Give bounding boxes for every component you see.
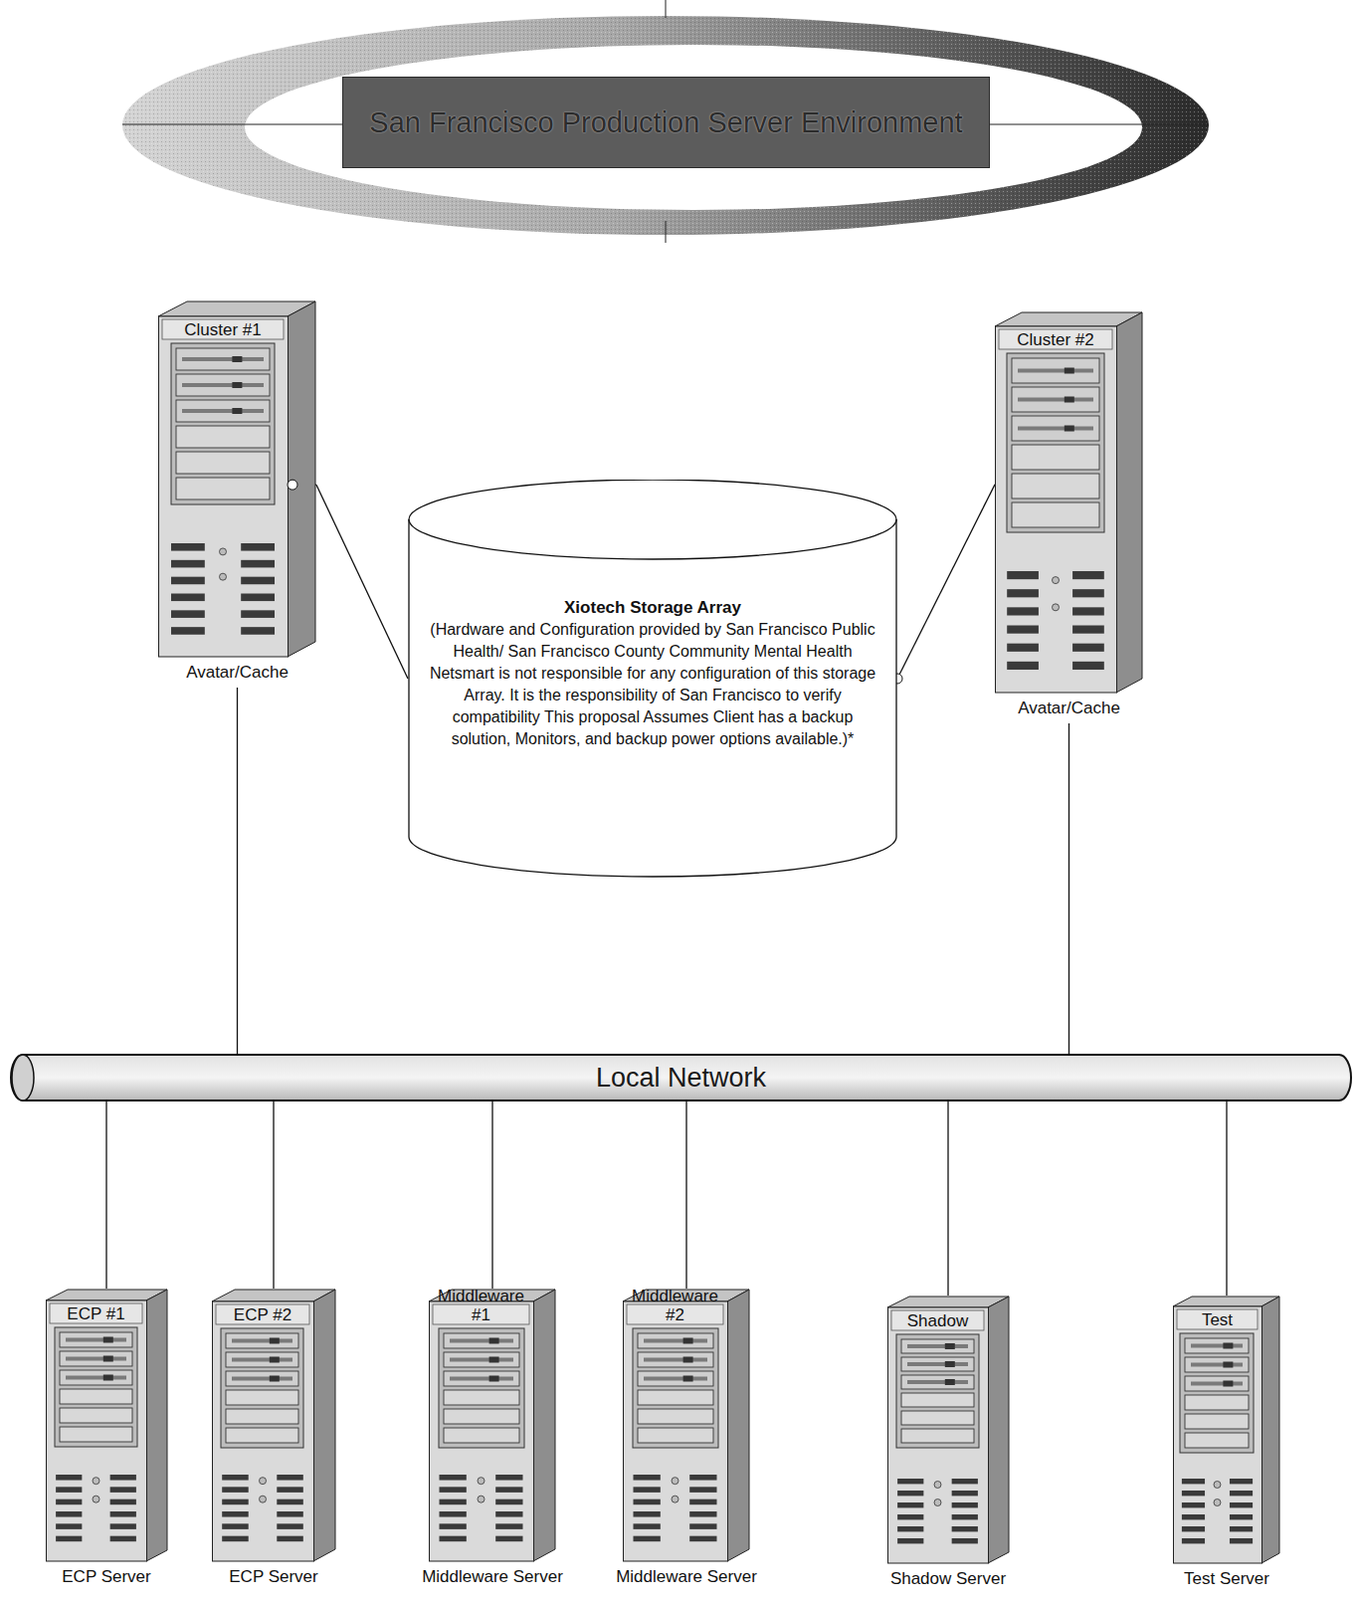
connector-line <box>897 484 995 679</box>
network-label: Local Network <box>9 1053 1353 1102</box>
storage-cylinder: Xiotech Storage Array(Hardware and Confi… <box>407 479 898 878</box>
server-caption: Test Server <box>1162 1563 1292 1594</box>
server-label: ECP #1 <box>47 1304 145 1324</box>
connector-dot <box>892 673 903 684</box>
connector-line <box>947 1101 949 1296</box>
server-caption: ECP Server <box>198 1561 349 1592</box>
middleware-server: Middleware #2 Middleware Server <box>601 1288 772 1592</box>
cluster-server: Cluster #2 Avatar/Cache <box>994 311 1144 724</box>
server-caption: Avatar/Cache <box>158 657 317 688</box>
storage-note: (Hardware and Configuration provided by … <box>425 618 880 751</box>
server-label: Cluster #1 <box>160 320 286 340</box>
server-caption: ECP Server <box>31 1561 182 1592</box>
storage-text: Xiotech Storage Array(Hardware and Confi… <box>425 596 880 751</box>
storage-heading: Xiotech Storage Array <box>425 596 880 619</box>
connector-line <box>316 484 408 679</box>
shadow-server: ShadowShadow Server <box>868 1295 1028 1594</box>
server-tower <box>45 1288 169 1562</box>
server-label: ECP #2 <box>213 1305 312 1325</box>
diagram-title: San Francisco Production Server Environm… <box>369 106 963 140</box>
server-caption: Shadow Server <box>868 1563 1028 1594</box>
connector-dot <box>287 479 298 490</box>
server-tower <box>622 1288 751 1562</box>
server-tower <box>1172 1295 1281 1564</box>
server-caption: Middleware Server <box>601 1561 772 1592</box>
connector-line <box>685 1101 687 1289</box>
connector-line <box>105 1101 107 1289</box>
server-tower <box>158 300 317 658</box>
server-label: Middleware #1 <box>430 1286 532 1325</box>
server-tower <box>887 1295 1010 1564</box>
server-label: Middleware #2 <box>624 1286 726 1325</box>
title-banner: San Francisco Production Server Environm… <box>342 76 990 169</box>
connector-line <box>236 687 238 1054</box>
server-label: Test <box>1174 1310 1260 1330</box>
connector-stub <box>292 484 317 486</box>
server-label: Shadow <box>889 1311 986 1331</box>
server-tower <box>994 311 1144 694</box>
server-label: Cluster #2 <box>996 330 1115 350</box>
ecp-server: ECP #1 ECP Server <box>31 1288 182 1592</box>
server-caption: Middleware Server <box>407 1561 578 1592</box>
middleware-server: Middleware #1 Middleware Server <box>407 1288 578 1592</box>
network-pipe: Local Network <box>9 1053 1353 1102</box>
ecp-server: ECP #2 ECP Server <box>198 1288 349 1592</box>
connector-line <box>272 1101 274 1289</box>
connector-line <box>1068 723 1070 1054</box>
server-tower <box>428 1288 557 1562</box>
cluster-server: Cluster #1 Avatar/Cache <box>158 300 317 688</box>
server-caption: Avatar/Cache <box>994 693 1144 724</box>
connector-line <box>1225 1101 1227 1296</box>
test-server: TestTest Server <box>1162 1295 1292 1594</box>
server-tower <box>211 1288 337 1562</box>
connector-line <box>491 1101 493 1289</box>
